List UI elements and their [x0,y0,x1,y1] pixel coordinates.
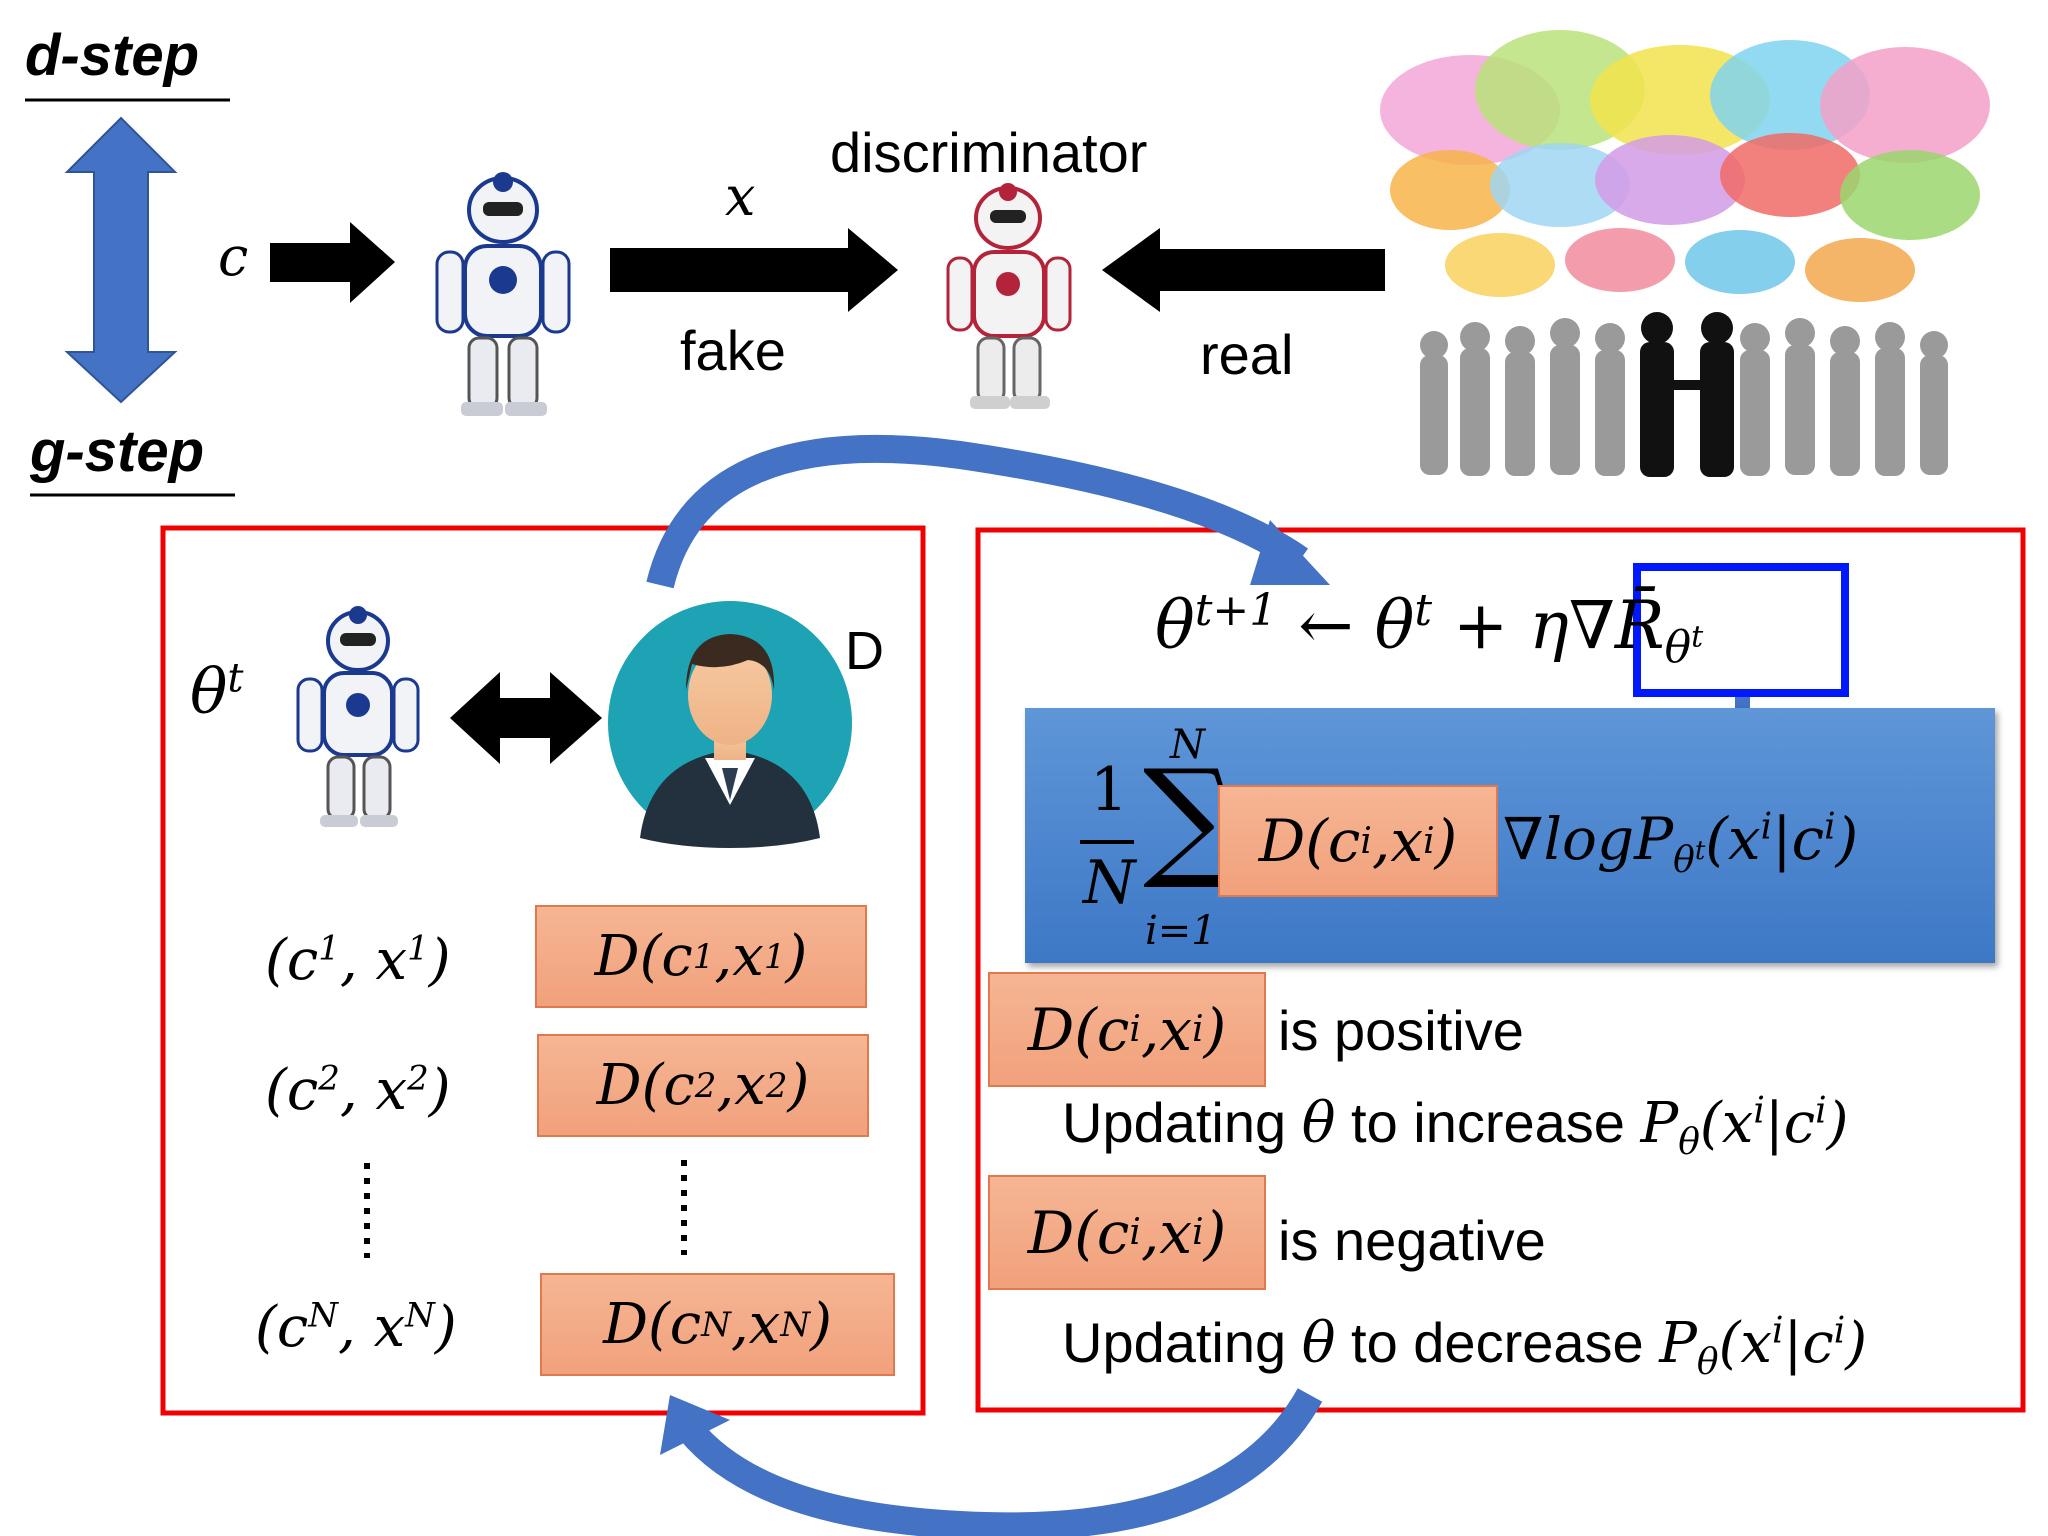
condition-c-label: c [218,225,249,288]
speech-bubble [1595,135,1745,225]
pair-2: (c2, x2) [265,1058,451,1123]
cycle-arrow-top [646,435,1309,589]
real-arrow [1102,228,1385,312]
speech-bubble [1840,150,1980,240]
gradient-estimate-band [1025,708,1995,963]
positive-label: is positive [1278,999,1524,1062]
positive-update: Updating θ to increase Pθ(xi|ci) [1062,1090,1849,1164]
cycle-arrow-bottom-head [660,1395,730,1455]
handshake-silhouettes [1640,312,1734,477]
g-step-label: g-step [30,419,204,484]
gradient-log-term: ∇logPθt(xi|ci) [1503,805,1859,881]
sequence-x-label: x [725,165,756,228]
d-g-double-arrow [64,116,178,404]
left-panel-frame [160,525,926,1416]
pair-1: (c1, x1) [265,928,451,993]
fake-label: fake [680,319,786,382]
cycle-arrow-bottom [679,1388,1323,1536]
speech-bubble [1720,133,1860,217]
speech-bubble [1685,230,1795,294]
discriminator-d-label: D [845,621,884,681]
pair-n: (cN, xN) [255,1295,457,1360]
real-label: real [1200,323,1294,386]
update-rule: θt+1 ← θt + η∇R̄θt [1155,585,1704,674]
speech-bubble [1490,143,1630,227]
speech-bubble [1805,238,1915,302]
fraction-one: 1 [1090,755,1129,825]
d-step-label: d-step [25,23,199,88]
real-data-picture [1380,30,2005,490]
discriminator-robot-icon [946,183,1072,409]
theta-t-label: θt [190,655,244,728]
human-discriminator-avatar [608,601,852,848]
right-panel-frame [975,527,2026,1413]
generator-discriminator-double-arrow [450,672,602,764]
speech-bubble [1390,150,1510,230]
fraction-bar [1080,840,1134,844]
speech-bubble [1445,233,1555,297]
cycle-arrow-top-head [1250,520,1330,585]
negative-label: is negative [1278,1209,1546,1272]
negative-update: Updating θ to decrease Pθ(xi|ci) [1062,1310,1868,1384]
c-to-generator-arrow [270,222,395,303]
sum-upper-n: N [1170,722,1205,768]
sum-lower-i: i=1 [1145,908,1217,954]
discriminator-label: discriminator [830,121,1148,184]
crowd-silhouettes [1420,318,1948,476]
fake-arrow [610,228,898,312]
fraction-n: N [1083,848,1136,918]
gradient-highlight-box [1633,563,1849,697]
speech-bubble [1820,47,1990,163]
generator-robot-small-icon [296,606,420,827]
generator-robot-icon [435,172,571,416]
speech-bubble [1565,228,1675,292]
